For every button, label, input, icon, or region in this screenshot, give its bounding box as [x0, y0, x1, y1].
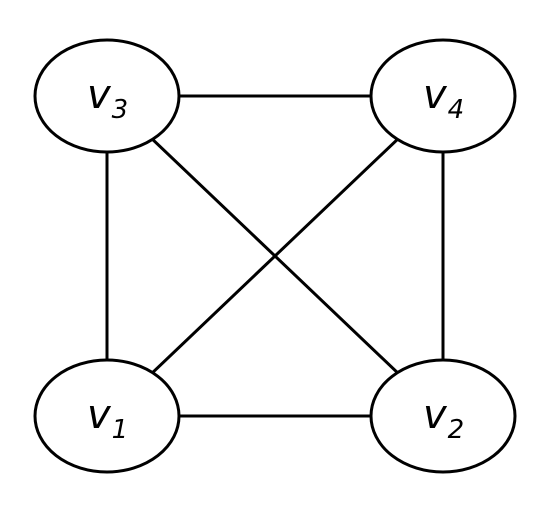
edge-v4-v1 [105, 94, 445, 418]
node-v1: v1 [33, 358, 181, 474]
node-letter-v4: v [423, 72, 448, 118]
node-ellipse-v3 [33, 38, 181, 154]
node-label-v3: v3 [87, 72, 128, 125]
node-v4: v4 [369, 38, 517, 154]
node-ellipse-v1 [33, 358, 181, 474]
node-letter-v1: v [87, 392, 112, 438]
node-subscript-v4: 4 [448, 95, 465, 125]
node-letter-v3: v [87, 72, 112, 118]
node-v3: v3 [33, 38, 181, 154]
node-subscript-v1: 1 [112, 415, 129, 445]
edges-layer [105, 94, 445, 418]
node-subscript-v3: 3 [112, 95, 129, 125]
node-v2: v2 [369, 358, 517, 474]
node-letter-v2: v [423, 392, 448, 438]
node-label-v4: v4 [423, 72, 464, 125]
node-subscript-v2: 2 [448, 415, 465, 445]
node-ellipse-v4 [369, 38, 517, 154]
node-ellipse-v2 [369, 358, 517, 474]
node-label-v2: v2 [423, 392, 464, 445]
node-label-v1: v1 [87, 392, 128, 445]
